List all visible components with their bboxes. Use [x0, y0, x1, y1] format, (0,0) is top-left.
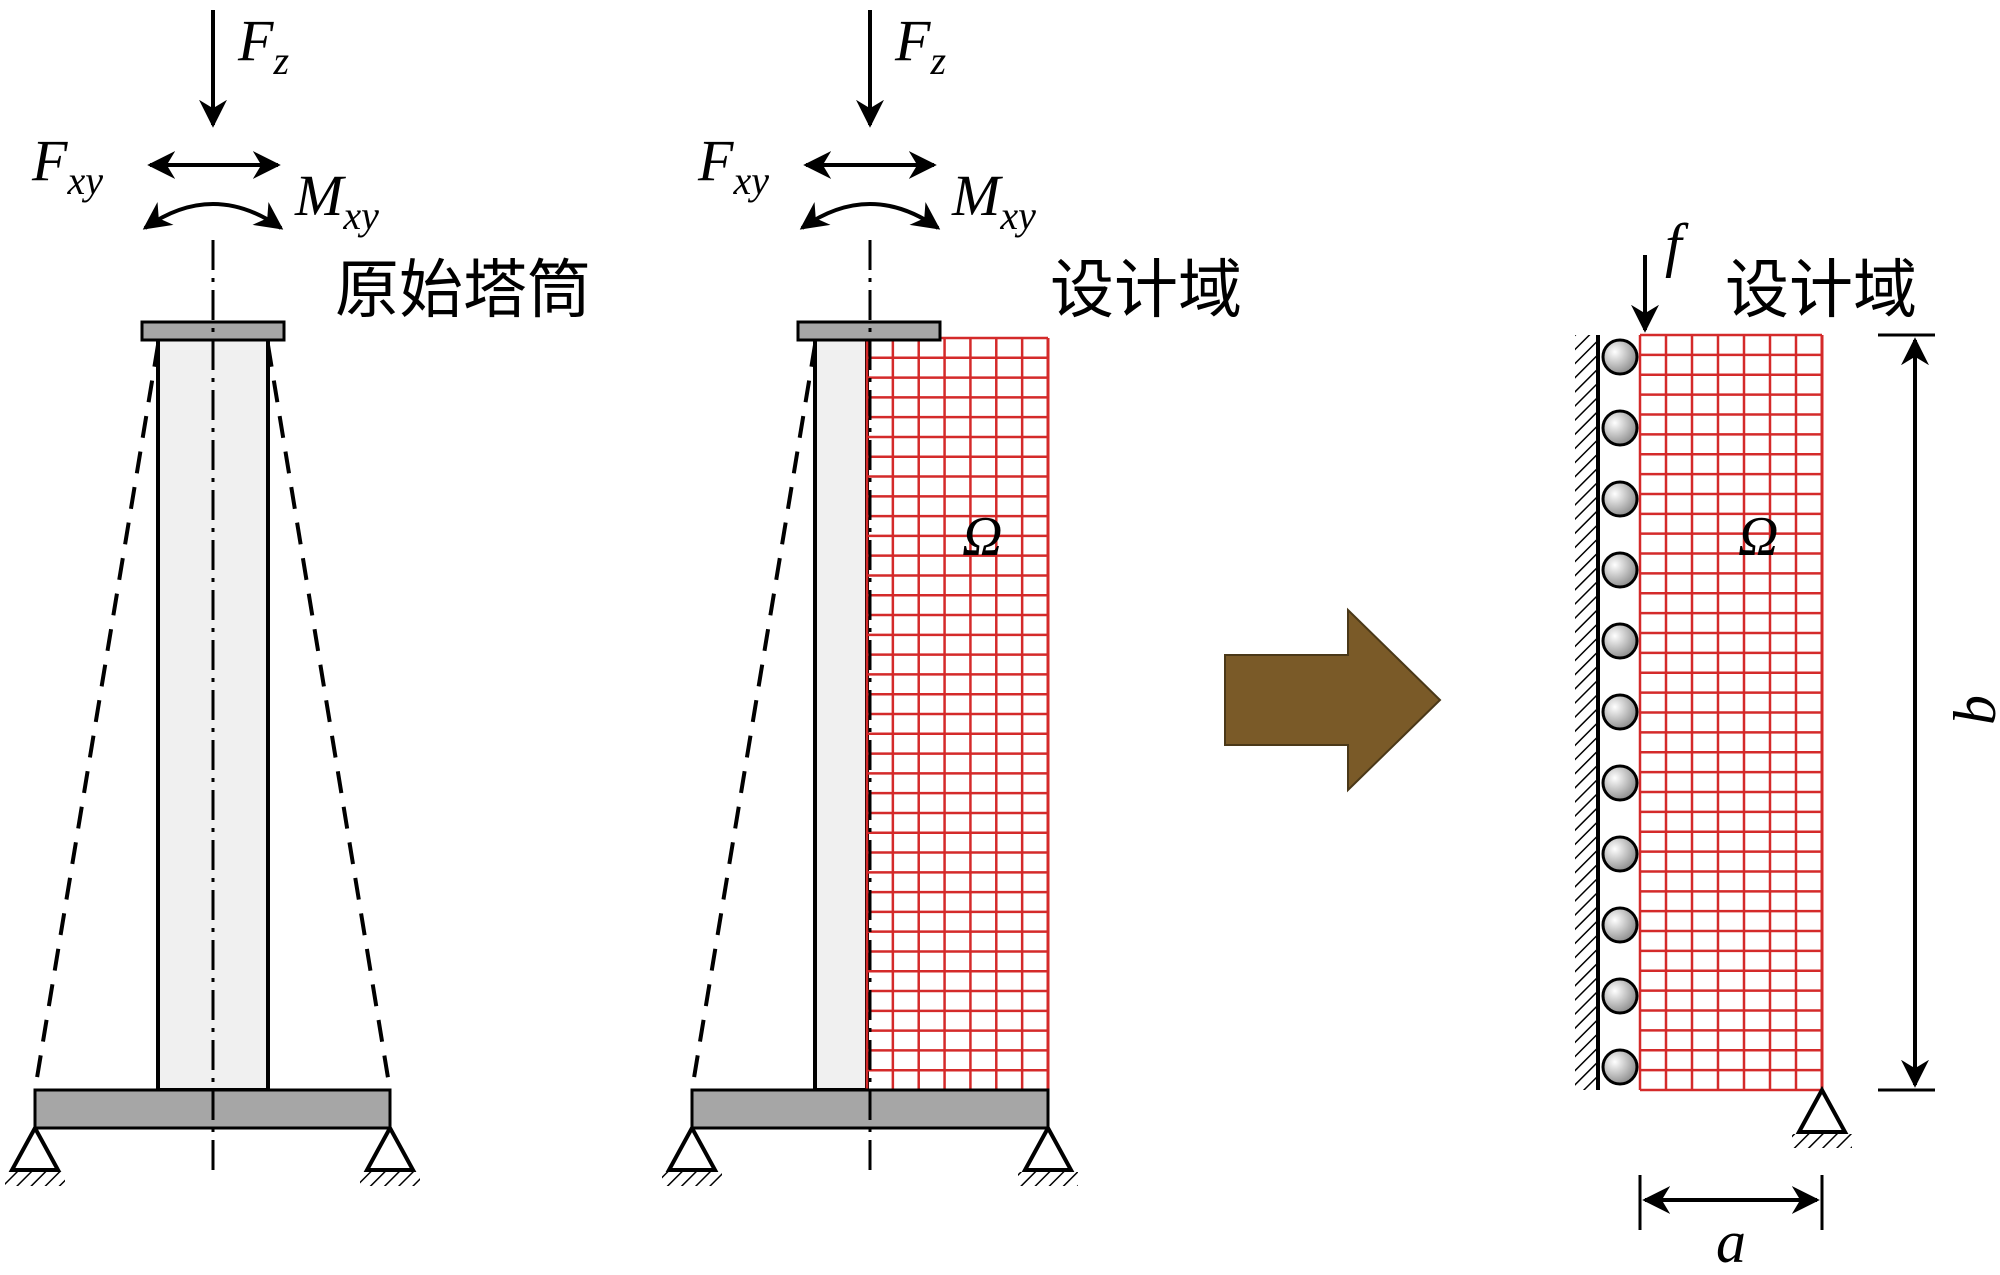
domain-omega-label: Ω [1738, 506, 1779, 568]
circle-roller-support-icon [1601, 977, 1639, 1015]
triangle-pin-support-icon [1018, 1123, 1078, 1186]
circle-roller-support-icon [1601, 764, 1639, 802]
circle-roller-support-icon [1601, 1048, 1639, 1086]
panel-title-simplified: 设计域 [1725, 254, 1917, 328]
dimension-b-label: b [1942, 695, 2000, 725]
circle-roller-support-icon [1601, 480, 1639, 518]
load-f-label: f [1665, 212, 1689, 278]
dimension-a-label: a [1716, 1209, 1746, 1275]
fixed-wall-hatch [1575, 335, 1597, 1090]
panel-title-design: 设计域 [1050, 254, 1242, 328]
domain-omega-label: Ω [962, 506, 1003, 568]
triangle-pin-support-icon [1792, 1085, 1852, 1148]
taper-line-left [690, 344, 817, 1091]
load-fz-label: Fz [237, 8, 289, 83]
triangle-pin-support-icon [662, 1123, 722, 1186]
roller-support-column [1601, 338, 1639, 1086]
circle-roller-support-icon [1601, 835, 1639, 873]
moment-arrow [142, 202, 284, 230]
panel-design-domain: Fz Fxy Mxy 设计域 Ω [662, 8, 1242, 1186]
tower-half-column [813, 336, 869, 1092]
circle-roller-support-icon [1601, 551, 1639, 589]
circle-roller-support-icon [1601, 906, 1639, 944]
triangle-pin-support-icon [360, 1123, 420, 1186]
triangle-pin-support-icon [5, 1123, 65, 1186]
circle-roller-support-icon [1601, 409, 1639, 447]
taper-line-right [266, 344, 392, 1091]
circle-roller-support-icon [1601, 693, 1639, 731]
right-block-arrow-icon [1224, 607, 1442, 793]
moment-mxy-label: Mxy [294, 163, 379, 238]
simplified-domain-mesh [1638, 333, 1824, 1092]
circle-roller-support-icon [1601, 622, 1639, 660]
panel-original-tower: Fz Fxy Mxy 原始塔筒 [5, 8, 591, 1186]
moment-arrow [799, 202, 941, 230]
panel-simplified-model: f 设计域 Ω b a [1575, 212, 2000, 1275]
load-fxy-label: Fxy [697, 128, 769, 203]
taper-line-left [33, 344, 160, 1091]
panel-title-original: 原始塔筒 [335, 254, 591, 328]
load-fxy-label: Fxy [31, 128, 103, 203]
load-fz-label: Fz [894, 8, 946, 83]
design-domain-mesh [865, 336, 1050, 1092]
moment-mxy-label: Mxy [951, 163, 1036, 238]
circle-roller-support-icon [1601, 338, 1639, 376]
